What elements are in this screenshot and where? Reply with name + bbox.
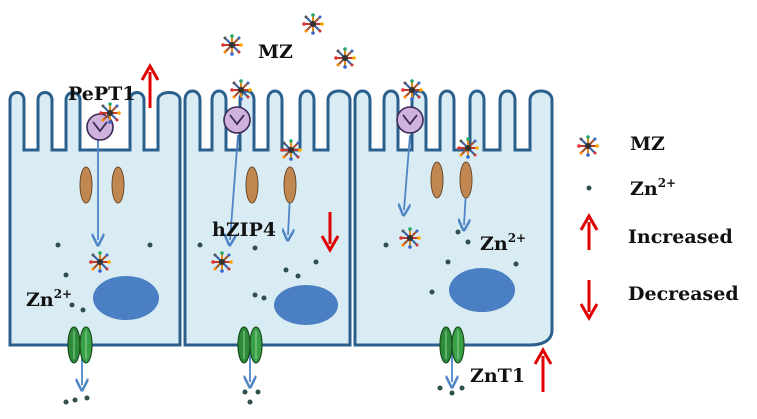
legend-zn-sup: 2+	[658, 176, 676, 190]
cell-middle	[183, 89, 352, 347]
pept1-increased-arrow-icon	[140, 62, 160, 108]
pept1-label: PePT1	[68, 83, 136, 105]
zn-label-left: Zn2+	[26, 287, 72, 311]
nucleus-middle	[274, 285, 338, 325]
hzip4-label: hZIP4	[212, 219, 276, 241]
legend-zn-label: Zn2+	[630, 176, 676, 200]
mz-complex-icon	[456, 136, 480, 160]
pept1-arrow-middle	[230, 134, 239, 240]
mz-complex-icon	[400, 78, 424, 102]
zn-label-left-base: Zn	[26, 289, 54, 311]
legend: MZ Zn2+ Increased Decreased	[576, 133, 739, 322]
mz-complex-icon	[210, 250, 234, 274]
mz-complex-icon	[98, 101, 122, 125]
nucleus-left	[93, 276, 159, 320]
legend-zn-base: Zn	[630, 178, 658, 200]
mz-complex-icon	[220, 33, 244, 57]
zinc-ions	[55, 229, 519, 405]
zip4-transporter-right-a	[430, 161, 444, 199]
zip4-transporter-middle-b	[283, 166, 297, 204]
mz-complex-icon	[279, 138, 303, 162]
znt1-label: ZnT1	[470, 365, 525, 387]
legend-increased-label: Increased	[628, 226, 733, 248]
hzip4-decreased-arrow-icon	[320, 212, 340, 254]
zn-label-right-sup: 2+	[508, 231, 526, 245]
mz-complex-icon	[398, 226, 422, 250]
legend-increased-arrow-icon	[579, 212, 599, 250]
zip4-transporter-left-b	[111, 166, 125, 204]
mz-complex-icon	[301, 12, 325, 36]
znt1-increased-arrow-icon	[533, 346, 553, 392]
zn-label-right: Zn2+	[480, 231, 526, 255]
nucleus-right	[449, 268, 515, 312]
zn-label-left-sup: 2+	[54, 287, 72, 301]
zip4-transporter-middle-a	[245, 166, 259, 204]
pept1-transporter-middle	[223, 106, 251, 134]
legend-mz-icon	[576, 134, 600, 158]
legend-decreased-label: Decreased	[628, 283, 739, 305]
mz-label: MZ	[258, 41, 293, 63]
mz-complex-icon	[333, 46, 357, 70]
pept1-arrow-right	[404, 134, 411, 210]
legend-zinc-ion-dot-icon	[586, 185, 592, 191]
zip4-transporter-left-a	[79, 166, 93, 204]
legend-decreased-arrow-icon	[579, 280, 599, 322]
zip4-transporter-right-b	[459, 161, 473, 199]
pept1-transporter-right	[396, 106, 424, 134]
mz-complex-icon	[229, 78, 253, 102]
cell-right	[353, 89, 554, 347]
legend-mz-label: MZ	[630, 133, 665, 155]
mz-complex-icon	[88, 250, 112, 274]
zn-label-right-base: Zn	[480, 233, 508, 255]
